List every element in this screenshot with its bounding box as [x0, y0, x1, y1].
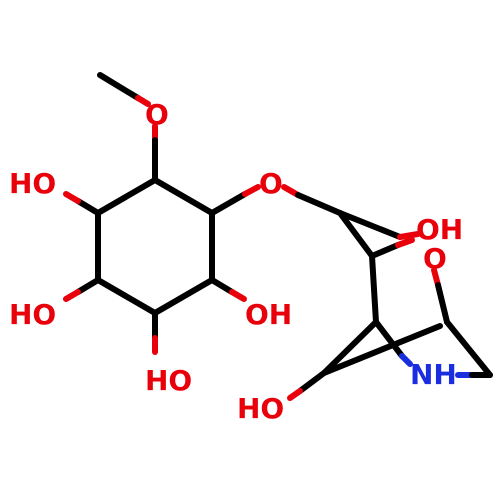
- ring-bond-3: [152, 277, 215, 316]
- bond-c5-oh-red: [63, 289, 81, 302]
- cage-bond-9: [444, 319, 493, 378]
- nh-label: NH: [410, 358, 457, 391]
- bond-cage-oh: [297, 370, 327, 394]
- cage-bond-5: [321, 319, 379, 376]
- bond-c6-oh: [75, 198, 101, 216]
- cage-bond-8: [435, 282, 450, 325]
- bond-c3-oh-red: [229, 289, 247, 302]
- bond-cage-oh-red: [287, 388, 303, 401]
- methoxy-o-label: O: [145, 98, 169, 131]
- cage-bond-3: [369, 242, 401, 259]
- bond-c2-o: [209, 191, 248, 216]
- cage-bond-4: [369, 253, 379, 325]
- cage-bond-7: [321, 323, 443, 376]
- hydroxyl-cage-bottom-label: HO: [237, 392, 284, 425]
- bond-c6-oh-red: [63, 191, 81, 204]
- ring-bond-4: [95, 277, 158, 316]
- hydroxyl-c5-label: HO: [9, 298, 56, 331]
- bonds: [63, 72, 493, 401]
- bond-methyl-o: [97, 72, 141, 101]
- hydroxyl-c4-label: HO: [145, 364, 192, 397]
- cage-bond-6: [373, 319, 405, 359]
- hydroxyl-c3-label: OH: [245, 298, 292, 331]
- bond-c5-oh: [75, 277, 101, 295]
- cage-bond-2: [337, 210, 403, 240]
- cage-bond-6-blue: [399, 353, 413, 367]
- bond-o-cage: [295, 192, 343, 216]
- cage-bond-3-red: [395, 237, 415, 248]
- glycosidic-o-label: O: [259, 167, 283, 200]
- ring-bond-1: [152, 177, 215, 216]
- ring-oxygen-label: O: [423, 242, 447, 275]
- cage-bond-1: [337, 210, 375, 259]
- cage-bond-2-red: [397, 231, 421, 240]
- hydroxyl-cage-top-label: OH: [416, 213, 463, 246]
- bond-c3-oh: [209, 277, 235, 295]
- bond-c2-o-red: [242, 184, 261, 197]
- atom-labels: O O HO HO HO OH OH O NH HO: [9, 98, 463, 425]
- hydroxyl-c6-label: HO: [9, 167, 56, 200]
- ring-bond-6: [95, 177, 158, 216]
- bond-methyl-o-red: [135, 95, 151, 107]
